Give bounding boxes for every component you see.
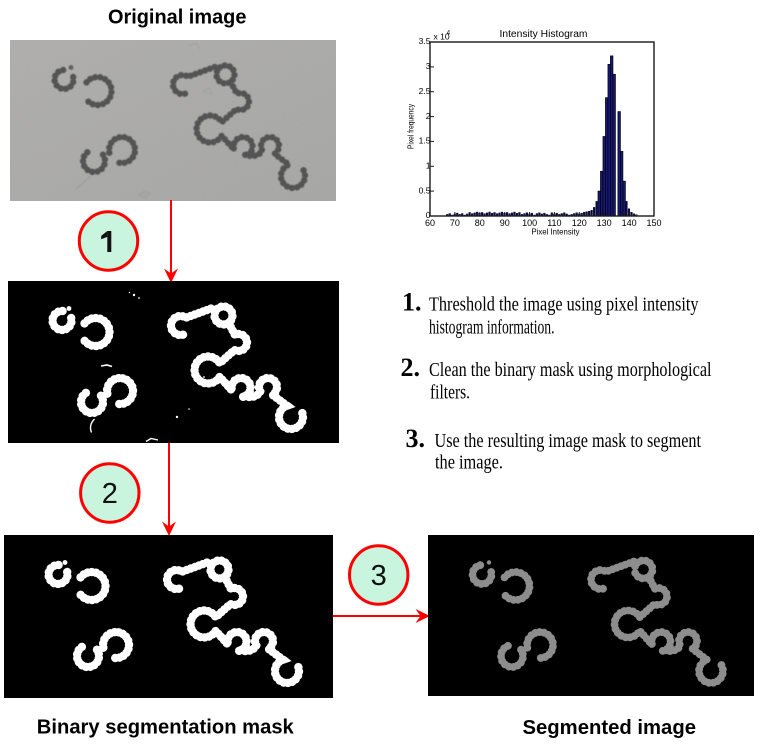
svg-text:110: 110 [547,218,561,228]
svg-text:2: 2 [102,478,118,510]
svg-text:4: 4 [447,31,451,37]
svg-text:0: 0 [426,210,431,220]
svg-text:Intensity Histogram: Intensity Histogram [500,29,588,40]
svg-text:70: 70 [450,218,460,228]
svg-text:0.5: 0.5 [419,185,431,195]
svg-text:2.: 2. [401,353,421,382]
svg-text:3: 3 [426,61,431,71]
svg-text:3.5: 3.5 [419,36,431,46]
svg-text:130: 130 [597,218,612,228]
svg-text:80: 80 [475,218,485,228]
svg-text:60: 60 [425,218,435,228]
svg-text:3.: 3. [406,424,426,453]
svg-text:2.5: 2.5 [419,86,431,96]
svg-text:x 10: x 10 [434,31,450,41]
svg-text:3: 3 [371,560,387,592]
svg-text:90: 90 [500,218,510,228]
svg-text:histogram information.: histogram information. [429,317,555,339]
svg-text:Clean the binary mask using mo: Clean the binary mask using morphologica… [429,359,712,381]
svg-text:140: 140 [622,218,637,228]
svg-text:Pixel Intensity: Pixel Intensity [532,226,581,236]
svg-text:100: 100 [522,218,537,228]
svg-text:Threshold the image using pixe: Threshold the image using pixel intensit… [429,294,699,316]
svg-text:1.5: 1.5 [419,136,431,146]
svg-text:Use the resulting image mask t: Use the resulting image mask to segment [435,430,702,452]
svg-text:120: 120 [572,218,587,228]
svg-text:filters.: filters. [430,382,470,404]
svg-text:150: 150 [646,218,661,228]
svg-text:1.: 1. [402,288,422,317]
svg-text:Binary segmentation mask: Binary segmentation mask [37,716,295,739]
svg-text:Segmented image: Segmented image [523,716,697,739]
svg-text:Pixel frequency: Pixel frequency [406,104,415,149]
svg-text:1: 1 [426,161,431,171]
svg-text:Original image: Original image [108,6,247,29]
svg-text:the image.: the image. [435,452,503,474]
svg-text:2: 2 [426,111,431,121]
